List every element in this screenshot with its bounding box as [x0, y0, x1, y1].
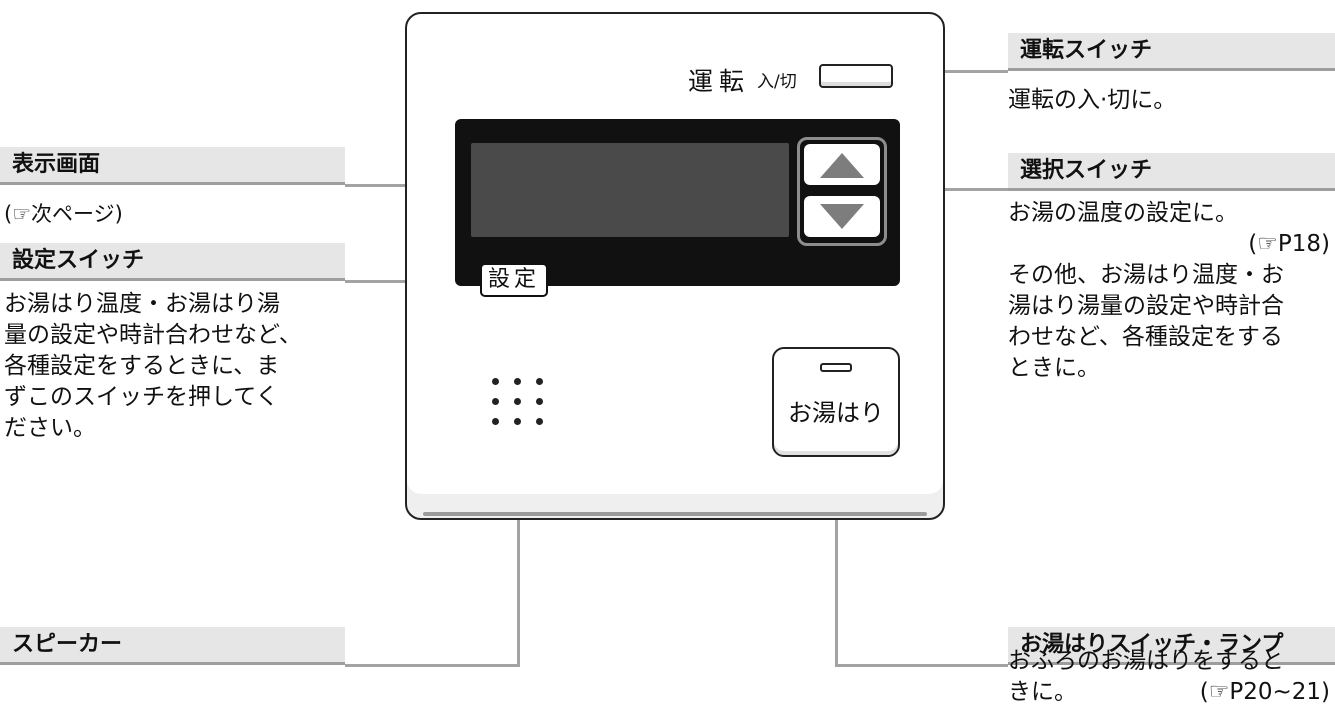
leader-fill-vertical [835, 444, 838, 667]
setting-desc-line: お湯はり温度・お湯はり湯 [4, 291, 280, 317]
fill-switch-ref: (☞P20~21) [1199, 679, 1330, 705]
setting-desc-line: 各種設定をするときに、ま [4, 353, 280, 379]
setting-desc-line: ださい。 [4, 415, 96, 441]
select-switch-frame [797, 137, 887, 246]
speaker-title: スピーカー [0, 627, 345, 665]
setting-switch-desc: お湯はり温度・お湯はり湯 量の設定や時計合わせなど、 各種設定をするときに、ま … [4, 289, 302, 444]
speaker-dot [536, 398, 543, 405]
leader-speaker-vertical [517, 434, 520, 667]
display-screen [471, 143, 789, 237]
power-switch-desc: 運転の入·切に。 [1008, 87, 1177, 113]
power-button[interactable] [819, 64, 893, 88]
setting-desc-line: ずこのスイッチを押してく [4, 384, 279, 410]
display-screen-desc: (☞次ページ) [4, 202, 123, 226]
power-label: 運転 [688, 67, 751, 96]
speaker-dot [492, 378, 499, 385]
select-switch-desc-1: お湯の温度の設定に。 [1008, 200, 1238, 226]
select-switch-desc: その他、お湯はり温度・お 湯はり湯量の設定や時計合 わせなど、各種設定をする と… [1008, 260, 1284, 384]
power-switch-title: 運転スイッチ [1008, 33, 1335, 71]
leader-power [893, 70, 1008, 73]
speaker-dot [536, 378, 543, 385]
speaker-dot [514, 418, 521, 425]
fill-button-label: お湯はり [788, 399, 884, 427]
down-button[interactable] [804, 196, 880, 237]
triangle-up-icon [820, 153, 864, 178]
select-desc-line: その他、お湯はり温度・お [1008, 262, 1284, 288]
select-desc-line: 湯はり湯量の設定や時計合 [1008, 293, 1284, 319]
leader-fill-horizontal [835, 664, 1008, 667]
speaker-dot [492, 398, 499, 405]
select-switch-title: 選択スイッチ [1008, 153, 1335, 191]
fill-switch-title: お湯はりスイッチ・ランプ [1008, 627, 1335, 665]
leader-speaker-horizontal [345, 664, 520, 667]
speaker-dot [514, 398, 521, 405]
speaker-dot [514, 378, 521, 385]
fill-button[interactable]: お湯はり [772, 347, 900, 457]
fill-switch-desc-2: きに。 [1008, 679, 1077, 705]
select-switch-ref: (☞P18) [1248, 231, 1330, 257]
fill-lamp [820, 363, 852, 372]
setting-switch-title: 設定スイッチ [0, 243, 345, 281]
power-sub-label: 入/切 [757, 72, 797, 92]
setting-desc-line: 量の設定や時計合わせなど、 [4, 322, 302, 348]
setting-button[interactable]: 設定 [480, 263, 548, 297]
leader-select [887, 188, 1008, 191]
display-screen-title: 表示画面 [0, 147, 345, 185]
up-button[interactable] [804, 144, 880, 185]
triangle-down-icon [820, 204, 864, 229]
speaker-dot [536, 418, 543, 425]
fill-switch-desc-1: おふろのお湯はりをすると [1008, 648, 1284, 674]
panel-bottom-edge [423, 512, 927, 516]
select-desc-line: ときに。 [1008, 355, 1100, 381]
select-desc-line: わせなど、各種設定をする [1008, 324, 1283, 350]
speaker-dot [492, 418, 499, 425]
